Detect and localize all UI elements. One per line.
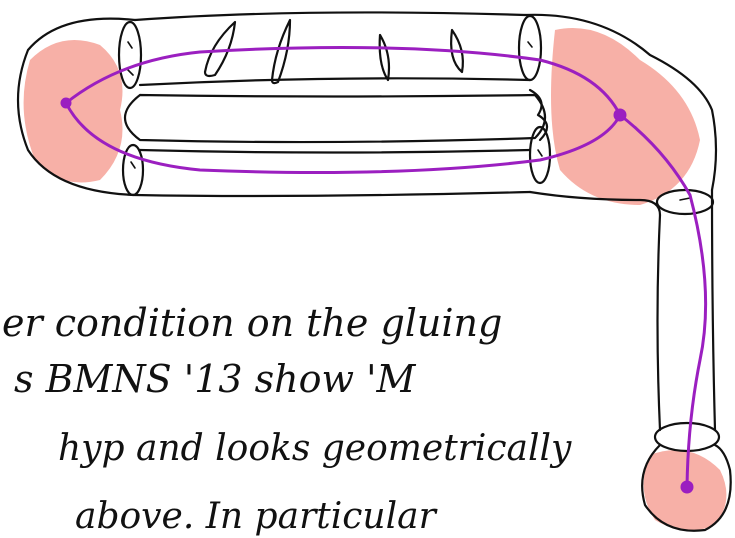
vertical-bottom-cuff <box>655 423 719 451</box>
vertical-tube-right <box>712 190 715 430</box>
cuff-mark <box>131 162 135 168</box>
lower-inner-edge <box>140 150 530 153</box>
note-line-3: hyp and looks geometrically <box>58 428 572 469</box>
tube-slash <box>380 35 389 80</box>
note-line-4: above. In particular <box>75 496 438 537</box>
cuff-mark <box>680 198 690 200</box>
handwritten-notes: er condition on the gluing s BMNS '13 sh… <box>2 301 572 537</box>
note-line-1: er condition on the gluing <box>2 301 502 345</box>
right-bottom-cuff <box>530 127 550 183</box>
top-tube-edge <box>135 12 525 20</box>
right-vertex-icon <box>614 109 626 121</box>
left-vertex-icon <box>61 98 71 108</box>
left-shaded-region <box>24 40 123 183</box>
bottom-tube-edge <box>135 192 530 196</box>
upper-inner-edge <box>140 78 530 85</box>
lower-loop-path <box>66 103 620 172</box>
tube-hole-outline <box>125 95 545 142</box>
note-line-2: s BMNS '13 show 'M <box>14 357 417 401</box>
cuff-mark <box>528 42 532 47</box>
cuff-mark <box>128 42 132 48</box>
vertical-top-cuff <box>657 190 713 214</box>
upper-loop-path <box>66 48 620 116</box>
cuff-mark <box>538 150 542 156</box>
cuff-mark <box>128 70 133 75</box>
bottom-vertex-icon <box>681 481 693 493</box>
right-top-cuff <box>519 16 541 80</box>
vertical-tube-left <box>658 215 661 430</box>
tube-slash <box>272 20 290 83</box>
left-top-cuff <box>119 22 141 88</box>
